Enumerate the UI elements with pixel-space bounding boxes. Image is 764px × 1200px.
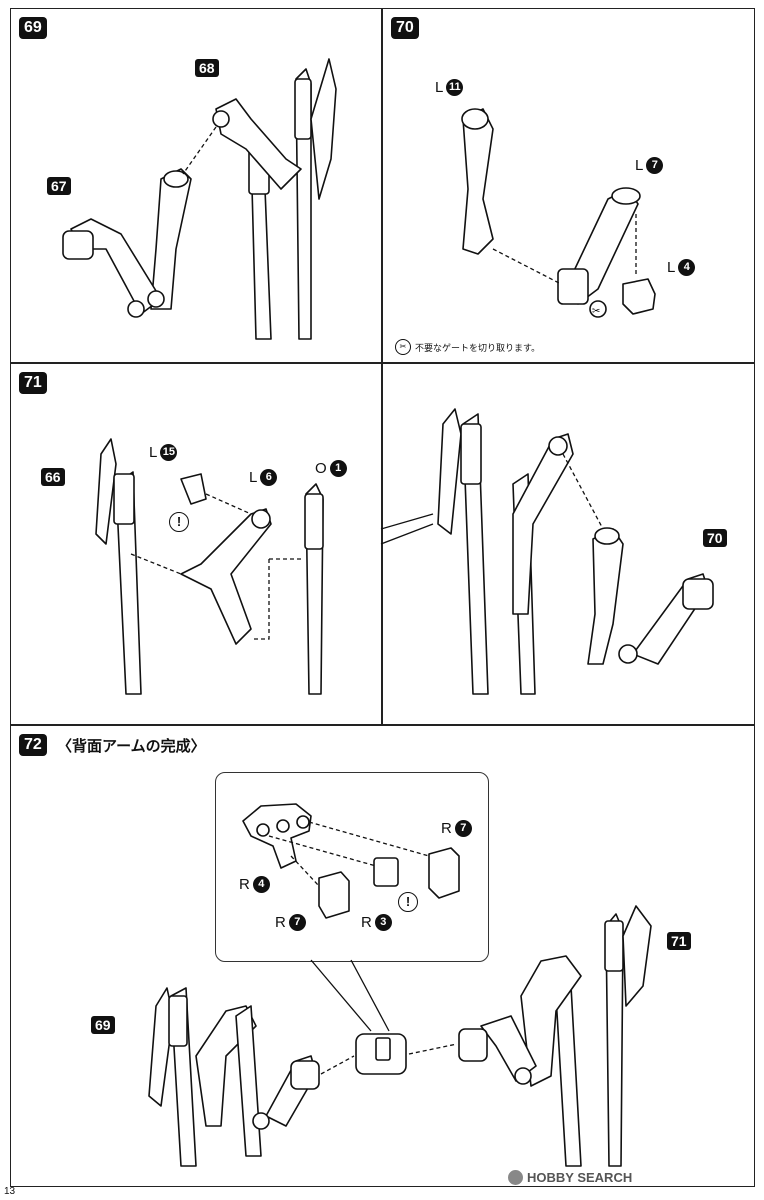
step-71-illustration [95, 438, 324, 695]
part-tag-70: 70 [703, 529, 727, 547]
part-number-badge: 1 [329, 460, 347, 477]
step-number: 69 [19, 17, 47, 39]
step-71-result-illustration [380, 408, 714, 695]
part-label-l11: L 11 [435, 79, 464, 96]
part-label-l15: L 15 [149, 444, 178, 461]
part-number-badge: 7 [454, 820, 472, 837]
part-label-l4: L 4 [667, 259, 696, 276]
part-number-badge: 4 [678, 259, 696, 276]
part-number-badge: 4 [252, 876, 270, 893]
step-72-panel: 72 〈背面アームの完成〉 R 7 R 4 R 7 R 3 ! 69 71 [10, 725, 755, 1187]
gate-cut-note: ✂ 不要なゲートを切り取ります。 [395, 339, 540, 355]
part-number-badge: 7 [288, 914, 306, 931]
brand-watermark: HOBBY SEARCH [508, 1170, 632, 1185]
step-70-panel: 70 L 11 L 7 L 4 ✂ ✂ 不要なゲートを切り取ります。 [382, 8, 755, 363]
part-tag-69: 69 [91, 1016, 115, 1034]
part-number-badge: 15 [160, 444, 178, 461]
part-tag-71: 71 [667, 932, 691, 950]
part-tag-68: 68 [195, 59, 219, 77]
caution-icon: ! [169, 512, 189, 532]
part-number-badge: 3 [374, 914, 392, 931]
step-72-illustration [148, 803, 652, 1167]
step-71-result-panel: 70 [380, 363, 755, 725]
svg-text:✂: ✂ [592, 306, 600, 317]
brand-logo-icon [508, 1170, 523, 1185]
step-number: 70 [391, 17, 419, 39]
part-number-badge: 7 [646, 157, 664, 174]
part-label-r7-left: R 7 [275, 914, 306, 931]
step-71-panel: 71 66 L 15 L 6 O 1 ! [10, 363, 382, 725]
part-label-r3: R 3 [361, 914, 392, 931]
step-72-title: 〈背面アームの完成〉 [57, 738, 206, 755]
step-number: 71 [19, 372, 47, 394]
step-69-illustration [62, 58, 337, 340]
caution-icon: ! [398, 892, 418, 912]
part-number-badge: 11 [446, 79, 464, 96]
part-tag-66: 66 [41, 468, 65, 486]
part-tag-67: 67 [47, 177, 71, 195]
part-label-l6: L 6 [249, 469, 278, 486]
step-number: 72 [19, 734, 47, 756]
part-label-o1: O 1 [315, 460, 347, 477]
part-label-l7: L 7 [635, 157, 664, 174]
part-label-r7-right: R 7 [441, 820, 472, 837]
step-69-panel: 69 68 67 [10, 8, 382, 363]
page-number: 13 [4, 1186, 16, 1197]
part-label-r4: R 4 [239, 876, 270, 893]
part-number-badge: 6 [260, 469, 278, 486]
nipper-icon: ✂ [395, 339, 411, 355]
step-70-illustration: ✂ [461, 108, 656, 318]
